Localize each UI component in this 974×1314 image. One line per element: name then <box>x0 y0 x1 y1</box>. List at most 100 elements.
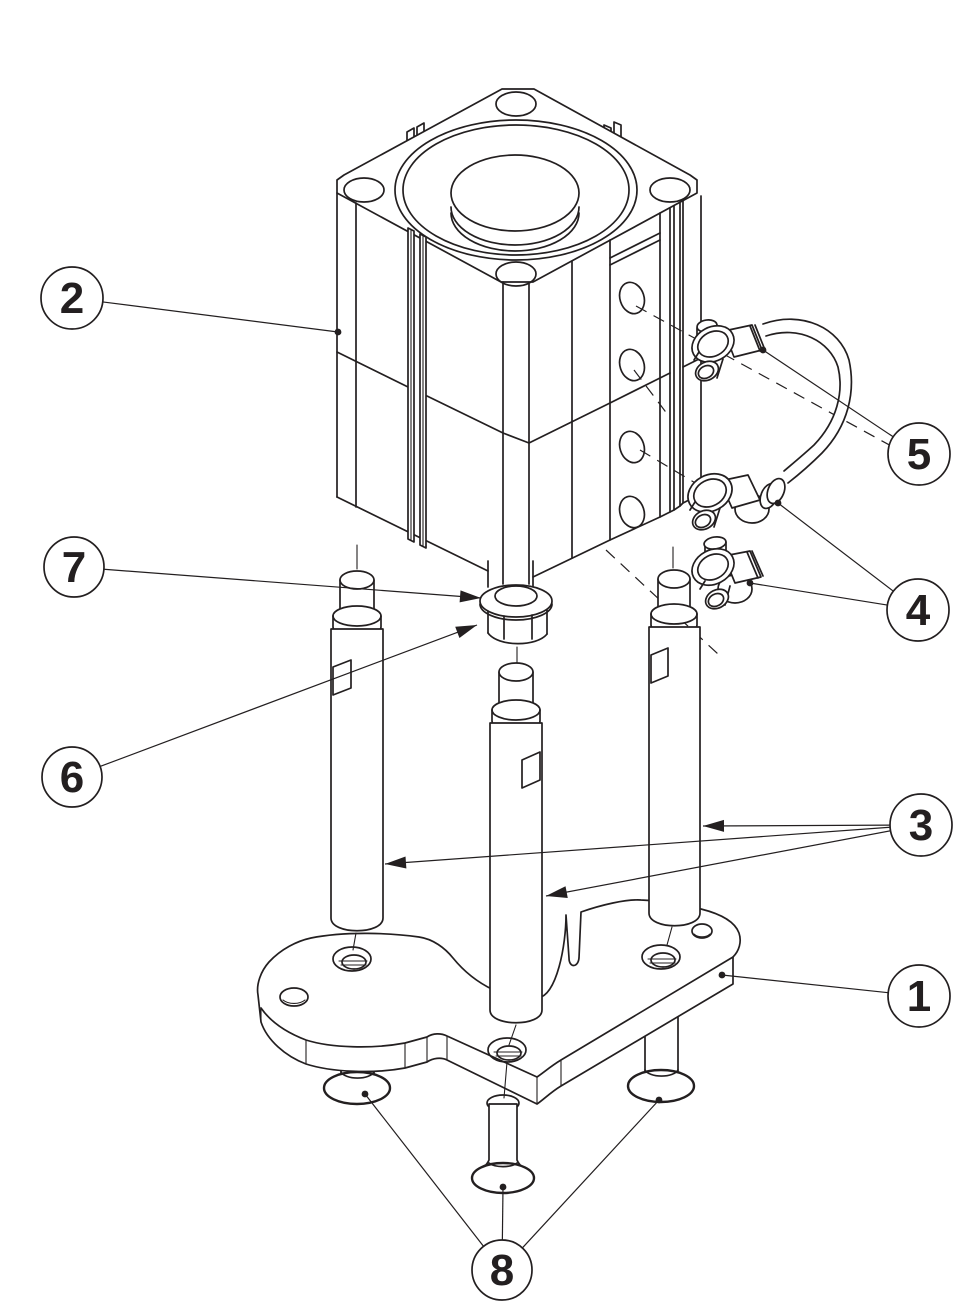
plate-small-hole-right <box>691 923 713 939</box>
centerline-bottom <box>352 932 357 951</box>
fitting-sleeve <box>691 509 717 531</box>
rod-body <box>648 626 701 927</box>
bore-boss-base <box>450 212 580 252</box>
balloon-5: 5 <box>887 422 951 486</box>
leader-line <box>721 974 889 994</box>
balloon-1: 1 <box>887 964 951 1028</box>
balloon-6: 6 <box>41 746 103 808</box>
balloon-number: 5 <box>907 430 931 479</box>
guide-rod-center <box>489 662 543 1046</box>
leader-line <box>521 1099 660 1249</box>
port-hole-2 <box>618 348 646 382</box>
leader-arrowhead <box>385 856 407 869</box>
rod-notch <box>521 751 541 789</box>
right-rail <box>669 200 684 513</box>
balloon-7: 7 <box>43 536 105 598</box>
balloon-circle <box>887 422 951 486</box>
balloon-number: 7 <box>62 543 86 592</box>
fitting-middle-elbow <box>687 472 786 531</box>
leader-dot <box>746 579 754 587</box>
leader-arrowhead <box>455 625 477 638</box>
piston-rod-end <box>494 585 538 607</box>
balloon-number: 2 <box>60 274 84 323</box>
fitting-collar <box>687 472 733 514</box>
rod-notch <box>650 647 669 684</box>
leader-dot <box>334 328 342 336</box>
rod-notch <box>332 659 352 696</box>
plate-thickness-ticks <box>260 1007 562 1105</box>
leader-dot <box>759 346 767 354</box>
cap-hole-front <box>495 261 537 287</box>
plate-hole-left <box>332 946 372 972</box>
callout-balloons: 1 2 3 4 5 6 7 8 <box>40 266 953 1301</box>
ports-block-top <box>609 232 661 266</box>
balloon-3: 3 <box>889 793 953 857</box>
leader-dot <box>655 1096 663 1104</box>
centerline-bottom <box>508 1024 517 1046</box>
balloon-circle <box>40 266 104 330</box>
pneumatic-cylinder-body <box>336 88 702 585</box>
balloon-number: 4 <box>906 586 931 635</box>
leader-dot <box>361 1090 369 1098</box>
balloon-number: 1 <box>907 972 931 1021</box>
plate-small-hole-left <box>279 987 309 1007</box>
balloon-number: 3 <box>909 801 933 850</box>
leader-arrowhead <box>546 886 568 898</box>
balloon-circle <box>886 578 950 642</box>
nut-bottom <box>487 632 548 645</box>
leader-arrowhead <box>459 590 481 603</box>
leader-line <box>777 502 894 592</box>
balloon-number: 8 <box>490 1246 514 1295</box>
leader-line <box>762 349 894 438</box>
rod-end-nut <box>479 560 553 664</box>
air-hose <box>762 318 853 484</box>
leader-line <box>702 824 891 827</box>
cap-hole-top <box>495 91 537 117</box>
guide-rod-right <box>648 546 701 946</box>
body-split-left <box>336 351 530 444</box>
cap-groove-inner <box>402 124 630 256</box>
leader-arrowhead <box>703 819 725 832</box>
leader-line <box>384 826 891 865</box>
leader-line <box>545 830 891 897</box>
leader-line <box>364 1093 485 1247</box>
cap-groove-outer <box>394 119 638 261</box>
balloon-2: 2 <box>40 266 104 330</box>
fitting-sleeve <box>704 588 730 610</box>
cap-hole-left <box>343 177 385 203</box>
balloon-number: 6 <box>60 753 84 802</box>
balloon-circle <box>889 793 953 857</box>
balloon-8: 8 <box>471 1239 533 1301</box>
port-hole-4 <box>618 495 646 529</box>
balloon-4: 4 <box>886 578 950 642</box>
fitting-collar <box>691 324 735 364</box>
leader-dot <box>774 499 782 507</box>
hose-outer-wall <box>762 318 853 484</box>
fitting-sleeve <box>694 360 720 382</box>
guide-rod-left <box>330 544 384 951</box>
leader-line <box>501 1186 504 1241</box>
leader-dot <box>718 971 726 979</box>
fitting-top <box>691 319 766 382</box>
leader-dot <box>499 1183 507 1191</box>
leader-line <box>749 582 888 606</box>
body-split-right <box>528 357 702 444</box>
rod-body <box>489 722 543 1024</box>
centerline-bottom <box>666 926 673 946</box>
fitting-bottom-elbow <box>691 536 764 610</box>
balloon-circle <box>471 1239 533 1301</box>
port-hole-1 <box>618 281 646 315</box>
nut-flange <box>479 584 553 618</box>
leader-line <box>102 301 339 333</box>
bore-boss-top <box>450 154 580 232</box>
hose-inner-wall <box>765 331 841 472</box>
cylinder-cap <box>336 88 698 283</box>
balloon-circle <box>887 964 951 1028</box>
balloon-circle <box>43 536 105 598</box>
nut-hex-facets <box>487 609 548 640</box>
cap-hole-right <box>649 177 691 203</box>
suction-cup-center <box>470 1094 536 1195</box>
port-hole-3 <box>618 430 646 464</box>
